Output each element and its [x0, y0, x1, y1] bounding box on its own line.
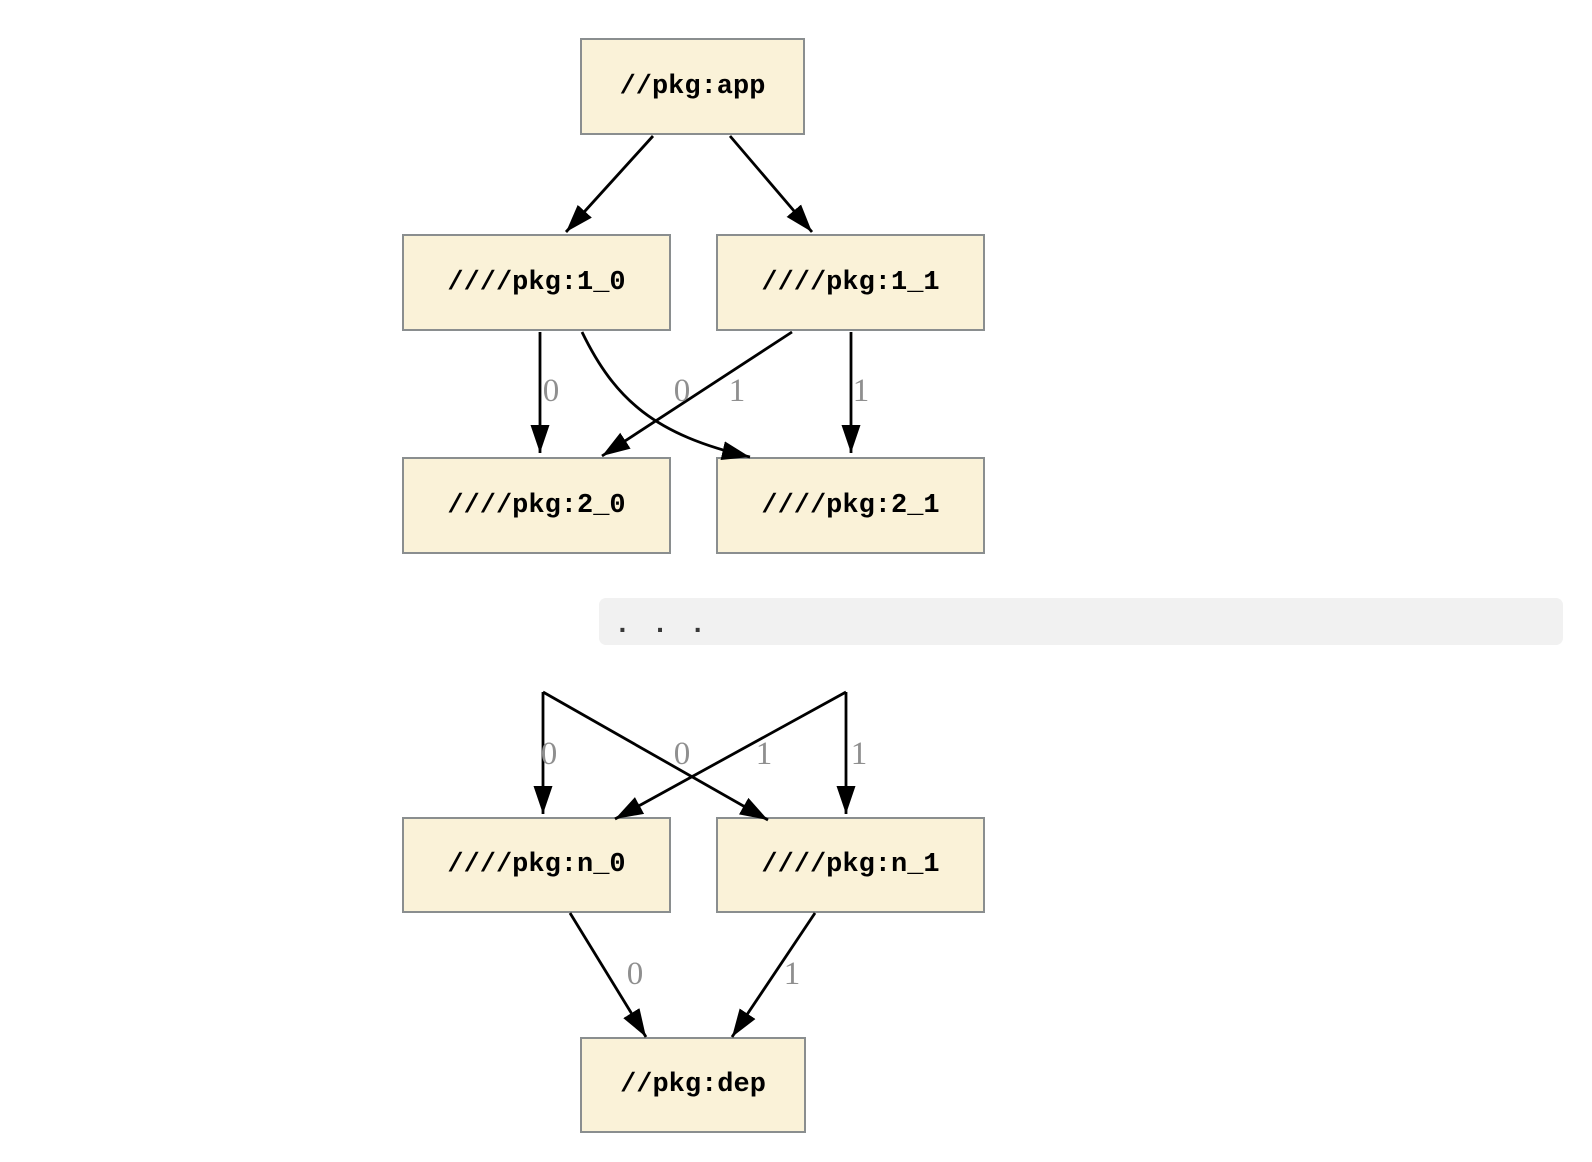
edge-1_1-to-2_1: 1	[841, 332, 870, 453]
edge-n_0-to-dep: 0	[568, 912, 648, 1038]
edge-1_1-to-2_0: 0	[601, 330, 793, 458]
graph-node-label: ////pkg:n_1	[761, 850, 940, 880]
edge-label: 0	[674, 736, 691, 772]
edge-label: 1	[729, 373, 746, 409]
edge-ellipsis-to-n_1-straight: 1	[836, 692, 868, 814]
graph-node-1_0: ////pkg:1_0	[402, 234, 671, 331]
edge-app-to-1_1	[728, 135, 814, 233]
graph-node-label: ////pkg:2_1	[761, 490, 940, 521]
ellipsis-dots: . . .	[614, 610, 709, 641]
edge-ellipsis-to-n_1-cross: 1	[542, 690, 773, 822]
graph-node-2_0: ////pkg:2_0	[402, 457, 671, 554]
edge-label: 1	[784, 956, 801, 992]
edge-ellipsis-to-n_0-cross: 0	[614, 690, 847, 821]
graph-node-label: ////pkg:1_0	[447, 267, 626, 298]
edge-label: 0	[674, 373, 691, 409]
graph-node-n_0: ////pkg:n_0	[402, 817, 671, 913]
edge-label: 0	[541, 736, 558, 772]
edge-label: 0	[543, 373, 560, 409]
edge-n_1-to-dep: 1	[730, 912, 817, 1038]
edge-ellipsis-to-n_0-straight: 0	[533, 692, 558, 814]
graph-node-1_1: ////pkg:1_1	[716, 234, 985, 331]
graph-node-label: //pkg:dep	[620, 1070, 766, 1100]
graph-node-dep: //pkg:dep	[580, 1037, 806, 1133]
graph-node-label: ////pkg:2_0	[447, 490, 626, 521]
graph-node-label: ////pkg:n_0	[447, 850, 626, 880]
edge-label: 0	[627, 956, 644, 992]
edge-1_0-to-2_1: 1	[580, 331, 751, 460]
graph-node-label: //pkg:app	[619, 71, 766, 102]
edge-label: 1	[756, 736, 773, 772]
graph-node-app: //pkg:app	[580, 38, 805, 135]
edge-app-to-1_0	[564, 135, 655, 233]
graph-node-n_1: ////pkg:n_1	[716, 817, 985, 913]
edge-label: 1	[853, 373, 870, 409]
edge-1_0-to-2_0: 0	[530, 332, 560, 453]
edge-label: 1	[851, 736, 868, 772]
graph-node-label: ////pkg:1_1	[761, 267, 940, 298]
graph-node-2_1: ////pkg:2_1	[716, 457, 985, 554]
ellipsis-band: . . .	[599, 598, 1563, 645]
